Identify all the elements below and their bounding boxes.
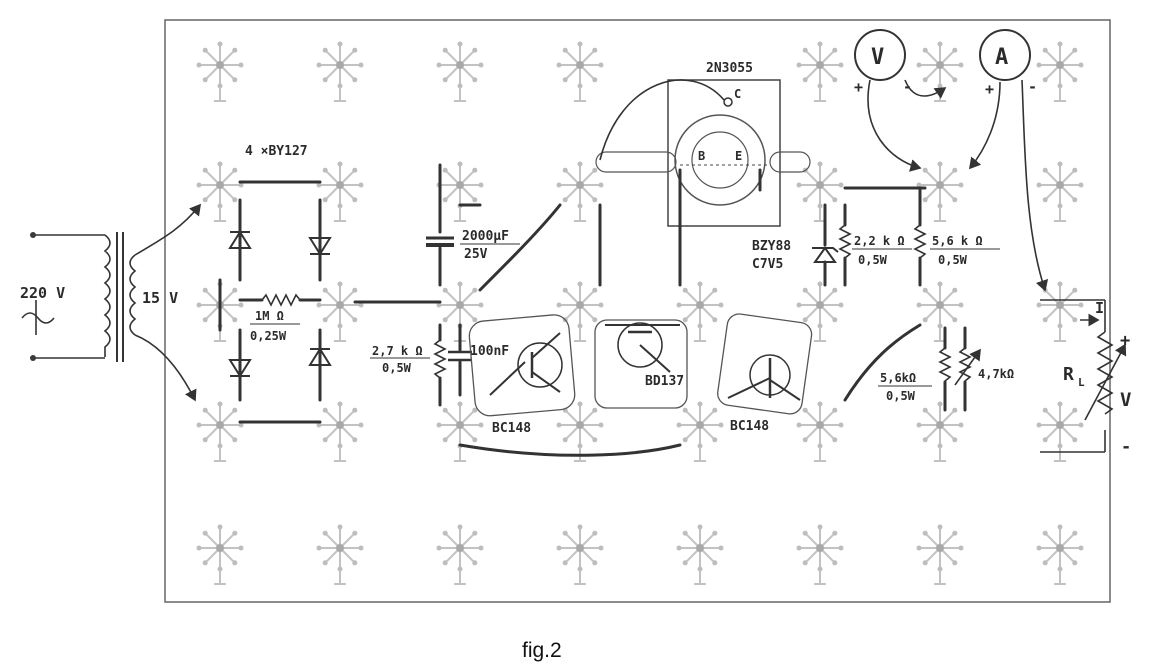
voltmeter-minus: - (903, 78, 912, 96)
breadboard-connector (556, 401, 604, 462)
breadboard-connector (916, 41, 964, 102)
label-bc148-right: BC148 (730, 419, 769, 434)
label-out-v: V (1120, 389, 1131, 411)
label-1m-power: 0,25W (250, 329, 287, 343)
breadboard-connector (196, 524, 244, 585)
label-current: I (1095, 299, 1104, 317)
diode-1 (228, 230, 252, 249)
label-rl: R (1063, 364, 1074, 385)
bridge-rectifier: 4 ×BY127 1M Ω 0,25W (218, 144, 442, 424)
label-27k-power: 0,5W (382, 361, 412, 375)
ammeter-minus: - (1028, 78, 1037, 96)
label-pin-e: E (735, 149, 742, 163)
label-15v: 15 V (142, 289, 178, 307)
breadboard-connector (796, 281, 844, 342)
breadboard-connector (316, 401, 364, 462)
breadboard-connector (796, 161, 844, 222)
label-22k: 2,2 k Ω (854, 234, 905, 248)
breadboard-connector (1036, 281, 1084, 342)
label-56k-top: 5,6 k Ω (932, 234, 983, 248)
breadboard-connector (1036, 41, 1084, 102)
breadboard-connector (916, 524, 964, 585)
label-2n3055: 2N3055 (706, 61, 753, 76)
reference-section: BZY88 C7V5 2,2 k Ω 0,5W 5,6 k Ω 0,5W 5,6… (752, 186, 1014, 412)
label-22k-power: 0,5W (858, 253, 888, 267)
breadboard-connector (796, 401, 844, 462)
label-56k-top-power: 0,5W (938, 253, 968, 267)
breadboard-connector (1036, 524, 1084, 585)
breadboard-outline (164, 19, 1111, 603)
breadboard-connector (436, 41, 484, 102)
breadboard-connector (796, 524, 844, 585)
breadboard-connector (196, 41, 244, 102)
label-rl-sub: L (1078, 376, 1085, 389)
label-bd137: BD137 (645, 374, 684, 389)
breadboard-connector (676, 281, 724, 342)
label-27k: 2,7 k Ω (372, 344, 423, 358)
label-56k-bottom-power: 0,5W (886, 389, 916, 403)
breadboard-connector (316, 161, 364, 222)
connector-grid (196, 41, 1084, 585)
breadboard-connector (676, 401, 724, 462)
breadboard-connector (196, 401, 244, 462)
label-25v: 25V (464, 247, 488, 262)
diode-3 (228, 359, 252, 378)
transformer: 220 V 15 V (20, 203, 201, 402)
label-bzy88: BZY88 (752, 239, 791, 254)
breadboard-connector (436, 401, 484, 462)
voltmeter-plus: + (854, 78, 863, 96)
label-2000uf: 2000µF (462, 229, 509, 244)
label-out-minus: - (1121, 437, 1131, 457)
breadboard-connector (916, 161, 964, 222)
breadboard-connector (916, 401, 964, 462)
ac-source-icon (21, 312, 55, 324)
breadboard-connector (796, 41, 844, 102)
filter-section: 2000µF 25V 2,7 k Ω 0,5W 100nF (370, 163, 562, 407)
ammeter: A + - (968, 29, 1049, 292)
breadboard-connector (1036, 161, 1084, 222)
transistor-bc148-right: BC148 (717, 313, 813, 434)
label-pin-c: C (734, 87, 741, 101)
breadboard-connector (916, 281, 964, 342)
breadboard-connector (196, 161, 244, 222)
label-bridge-diodes: 4 ×BY127 (245, 144, 308, 159)
breadboard-connector (436, 161, 484, 222)
breadboard-connector (556, 281, 604, 342)
label-out-plus: + (1120, 331, 1130, 351)
power-transistor-2n3055: 2N3055 C B E (595, 61, 811, 287)
label-56k-bottom: 5,6kΩ (880, 371, 916, 385)
voltmeter-label: V (871, 45, 884, 70)
label-pin-b: B (698, 149, 705, 163)
breadboard-connector (316, 41, 364, 102)
breadboard-connector (436, 524, 484, 585)
breadboard-connector (556, 41, 604, 102)
breadboard-connector (316, 281, 364, 342)
breadboard-connector (676, 524, 724, 585)
diode-4 (308, 347, 332, 366)
label-bc148-left: BC148 (492, 421, 531, 436)
diode-2 (308, 237, 332, 256)
breadboard-connector (316, 524, 364, 585)
breadboard-connector (556, 524, 604, 585)
ammeter-label: A (995, 45, 1008, 70)
ammeter-plus: + (985, 80, 994, 98)
label-c7v5: C7V5 (752, 257, 783, 272)
voltmeter: V + - (854, 29, 947, 172)
figure-caption: fig.2 (522, 639, 562, 662)
breadboard-connector (1036, 401, 1084, 462)
label-100nf: 100nF (470, 344, 509, 359)
transistor-bc148-left: BC148 (468, 314, 576, 436)
load-resistor: I R L + V - (1040, 299, 1131, 457)
transistor-bd137: BD137 (594, 319, 688, 409)
label-220v: 220 V (20, 284, 65, 302)
label-47k: 4,7kΩ (978, 367, 1014, 381)
label-1m: 1M Ω (255, 309, 284, 323)
breadboard-connector (556, 161, 604, 222)
